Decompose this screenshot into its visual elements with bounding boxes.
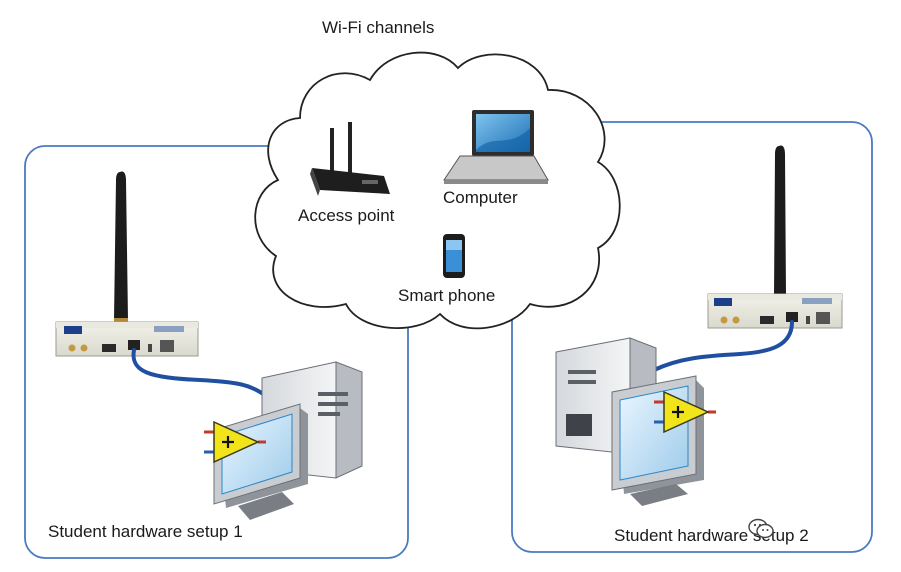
computer-label: Computer — [443, 188, 518, 207]
watermark — [748, 518, 778, 540]
setup-1-label: Student hardware setup 1 — [48, 522, 243, 541]
setup-2-wireless-device — [707, 293, 843, 329]
access-point-label: Access point — [298, 206, 395, 225]
setup-2-device-antenna — [773, 145, 787, 304]
access-point-icon — [310, 122, 390, 196]
cloud-title: Wi-Fi channels — [322, 18, 435, 37]
setup-1-wireless-device — [55, 321, 199, 357]
wechat-icon — [748, 518, 774, 539]
smart-phone-icon — [443, 234, 465, 278]
setup-1-monitor — [213, 403, 308, 520]
setup-2-label: Student hardware setup 2 — [614, 526, 809, 545]
setup-1-device-antenna — [114, 171, 128, 328]
smart-phone-label: Smart phone — [398, 286, 496, 305]
setup-1-cable — [131, 348, 268, 398]
setup-2-cable — [652, 320, 794, 372]
setup-2-amplifier-icon — [654, 390, 716, 434]
setup-1-amplifier-icon — [204, 420, 266, 464]
computer-laptop-icon — [443, 110, 549, 184]
